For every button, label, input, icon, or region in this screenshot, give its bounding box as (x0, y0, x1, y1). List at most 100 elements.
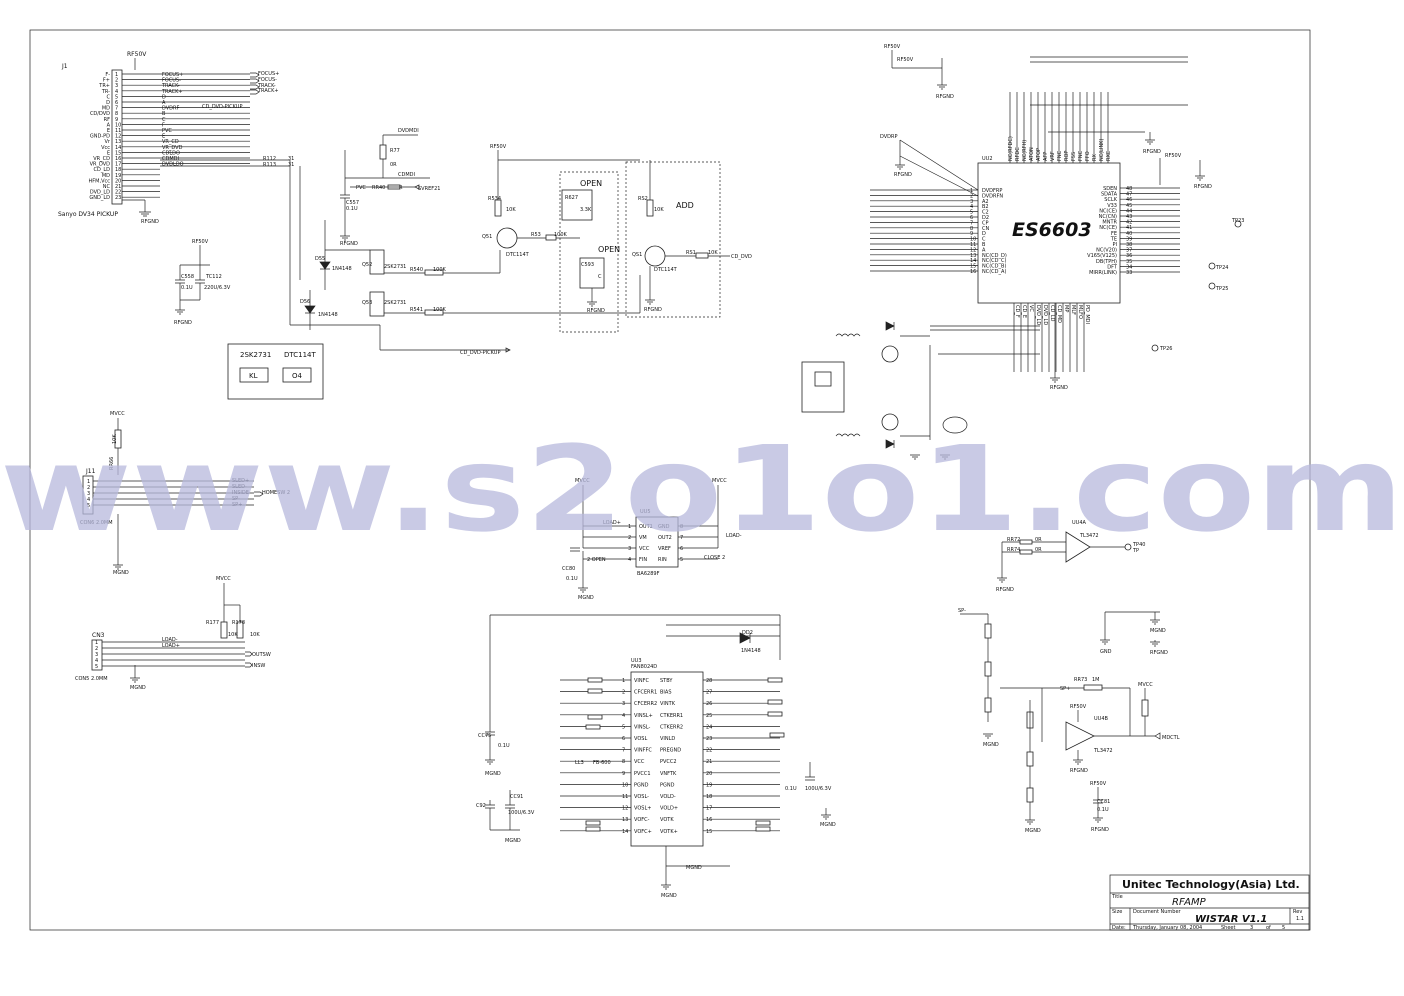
rr74a-ref: RR74 (1007, 547, 1020, 553)
rs1-ref: RS1 (686, 250, 696, 256)
total-value: 5 (1282, 925, 1285, 931)
j1-net-label: CDLDO (162, 150, 180, 156)
es-pin-bot: CD_MD (1056, 305, 1062, 323)
uu3-pin-num: 28 (706, 678, 712, 684)
r77-ref: R77 (390, 148, 400, 154)
es-pin-r: NC(CE) (1099, 208, 1117, 214)
j1-pin-label: MD (102, 173, 110, 179)
es-pin-r: NC(CN) (1099, 214, 1117, 220)
resistor-symbol (585, 826, 601, 832)
uu5-body (635, 516, 679, 568)
uu5-pin-num: 1 (628, 524, 631, 530)
es-pin-top: FNC (1078, 150, 1084, 161)
uu3-pin-r: PVCC2 (660, 759, 677, 765)
resistor-symbol (755, 820, 771, 826)
uu5-pin-num: 8 (680, 524, 683, 530)
cn3-mgnd: MGND (130, 685, 146, 691)
es6603-name: ES6603 (1012, 219, 1092, 241)
uu4a-ref: UU4A (1072, 520, 1087, 526)
uu3-block: UU3 FAN8024D VINFC1CFCERR12CFCERR23VINSL… (476, 614, 836, 899)
r112-val: 31 (288, 156, 294, 162)
es-pin-num: 4 (970, 204, 973, 210)
q52-part: 2SK2731 (384, 264, 406, 270)
port-focus-p: FOCUS+ (258, 71, 279, 77)
es-pin-l: D2 (982, 215, 989, 221)
uu5-mvcc-r: MVCC (712, 478, 727, 484)
title-block: Unitec Technology(Asia) Ltd. Title RFAMP… (1109, 874, 1310, 931)
j1-net-label: C (162, 117, 166, 123)
j1-ref: J1 (61, 63, 68, 70)
es-pin-r: PI (1113, 242, 1118, 248)
uu3-pin-r: STBY (660, 678, 673, 684)
uu3-pin-num: 24 (706, 724, 712, 730)
uu3-pin-num: 18 (706, 794, 712, 800)
es-pin-bot: MLFO (1077, 305, 1083, 319)
company-name: Unitec Technology(Asia) Ltd. (1122, 878, 1300, 891)
uu5-pin-r: RIN (658, 557, 667, 563)
uu3-pin-num: 3 (622, 701, 625, 707)
es-pin-num: 42 (1126, 220, 1132, 226)
j1-pin-number: 4 (115, 89, 118, 95)
uu4b-rfgnd: RFGND (1070, 768, 1088, 774)
es-pin-num: 48 (1126, 186, 1132, 192)
es-pin-l: DVDRFN (982, 193, 1003, 199)
date-value: Thursday, January 08, 2004 (1132, 925, 1202, 931)
uu4a-rfgnd: RFGND (996, 587, 1014, 593)
dvdmdi-label: DVDMDI (398, 128, 419, 134)
cc75-val: 0.1U (498, 743, 510, 749)
r534-val: 10K (506, 207, 516, 213)
j1-pin-number: 16 (115, 156, 121, 162)
j1-pin-label: VR_DVD (90, 162, 111, 168)
uu3-mgnd-rr: MGND (820, 822, 836, 828)
insw-port: INSW (252, 663, 265, 669)
j1-pin-number: 18 (115, 167, 121, 173)
uu3-pin-r: VINTK (660, 701, 676, 707)
sheet-border (29, 29, 1311, 931)
uu3-pin-l: VOSL- (634, 794, 649, 800)
c557-val: 0.1U (346, 206, 358, 212)
j1-net-label: TRACK+ (161, 89, 183, 95)
doc-value: WISTAR V1.1 (1195, 914, 1267, 925)
j1-pin-number: 12 (115, 134, 121, 140)
j1-pin-label: CD_LD (94, 167, 111, 173)
j1-rf50v: RF50V (127, 51, 147, 58)
es-pin-l: CN (982, 226, 989, 232)
cc75-mgnd: MGND (485, 771, 501, 777)
uu3-pin-r: VOLD+ (660, 806, 678, 812)
uu3-pin-num: 26 (706, 701, 712, 707)
j1-pin-number: 21 (115, 184, 121, 190)
d56-ref: D56 (300, 299, 310, 305)
resistor-symbol (587, 714, 603, 720)
j1-pin-label: CD/DVD (90, 111, 110, 117)
j1-pin-label: E (107, 150, 110, 156)
j1-pin-number: 22 (115, 190, 121, 196)
es-rfgnd-4: RFGND (1143, 149, 1161, 155)
tc112-ref: TC112 (205, 274, 222, 280)
c593-ref: C593 (581, 262, 594, 268)
j1-pin-number: 6 (115, 100, 118, 106)
uu3-pin-num: 15 (706, 829, 712, 835)
j11-pin-number: 4 (87, 497, 90, 503)
es-pin-l: C (982, 237, 986, 243)
uu3-pin-num: 1 (622, 678, 625, 684)
j11-net-label: SLED- (232, 484, 247, 490)
laser-driver-block (801, 321, 1040, 460)
size-label: Size (1112, 909, 1122, 915)
j1-pin-label: A (107, 122, 111, 128)
j1-caption: Sanyo DV34 PICKUP (58, 211, 118, 218)
uu5-pin-num: 3 (628, 546, 631, 552)
j1-pin-label: NC (103, 184, 111, 190)
es-pin-l: DVDFRP (982, 188, 1002, 194)
j1-pin-number: 13 (115, 139, 121, 145)
uu3-pin-r: VOTK (660, 817, 674, 823)
open-rfgnd: RFGND (587, 308, 605, 314)
es-pin-top: RX (1092, 154, 1098, 161)
d55-ref: D55 (315, 256, 325, 262)
gnd-rfgnd: RFGND (1150, 650, 1168, 656)
es-pin-num: 1 (970, 188, 973, 194)
rev-value: 1.1 (1296, 916, 1304, 922)
j1-pin-label: VR_CD (93, 156, 110, 162)
cc80-val: 0.1U (566, 576, 578, 582)
es-pin-r: FE (1111, 231, 1117, 237)
